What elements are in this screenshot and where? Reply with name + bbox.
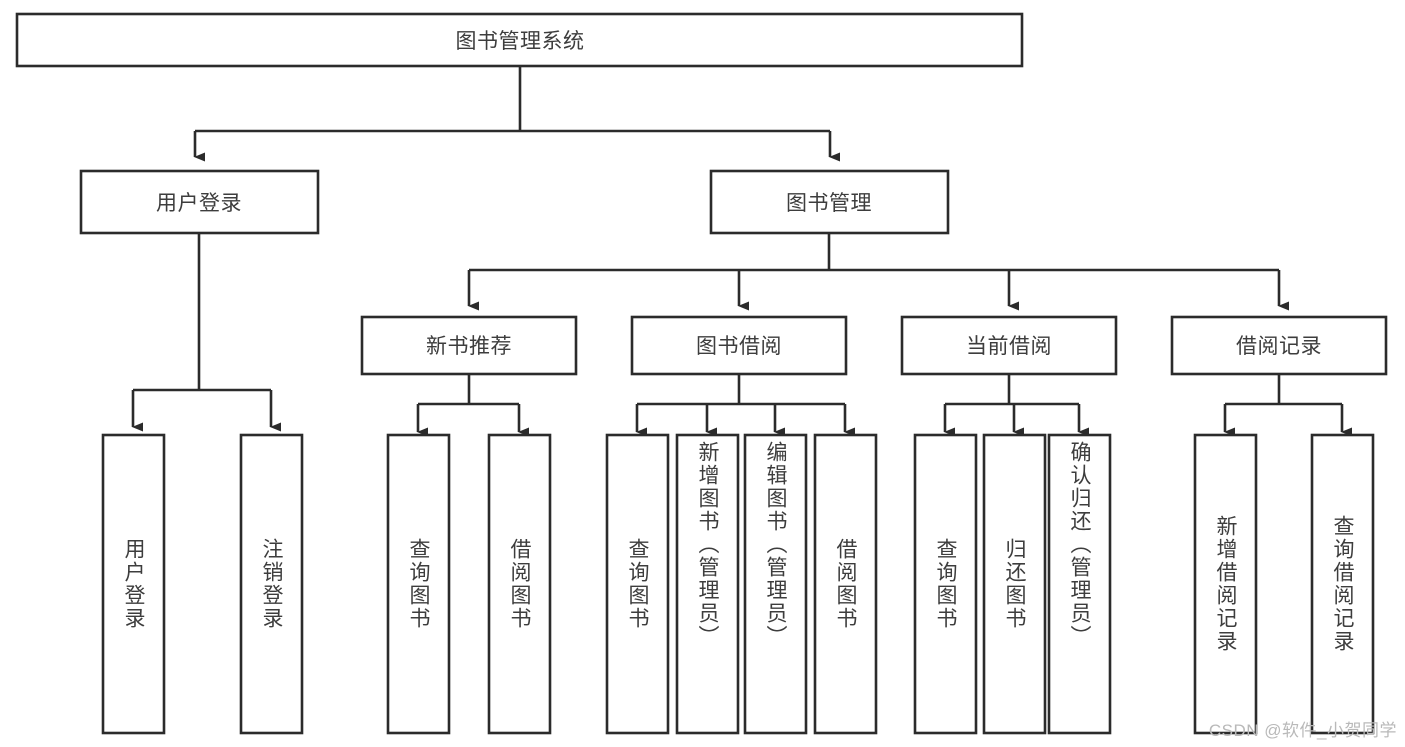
node-leaf-add-record-box[interactable]	[1193, 433, 1258, 735]
node-new-book-recommend-box[interactable]	[360, 315, 578, 376]
node-book-management-label: 图书管理	[786, 192, 872, 215]
node-leaf-logout-box[interactable]	[239, 433, 304, 735]
node-leaf-user-login-box[interactable]	[101, 433, 166, 735]
edges	[131, 66, 1352, 437]
node-book-management-box[interactable]	[709, 169, 950, 235]
node-leaf-borrow-book-a-box[interactable]	[487, 433, 552, 735]
watermark: CSDN @软件_小贺同学	[1208, 721, 1397, 740]
node-borrow-record-box[interactable]	[1170, 315, 1388, 376]
node-borrow-record-label: 借阅记录	[1236, 335, 1322, 358]
node-current-borrow-box[interactable]	[900, 315, 1118, 376]
node-user-login-box[interactable]	[79, 169, 320, 235]
node-new-book-recommend-label: 新书推荐	[426, 335, 512, 358]
node-root-box[interactable]	[15, 12, 1024, 68]
node-book-borrow-label: 图书借阅	[696, 335, 782, 358]
node-leaf-query-record-box[interactable]	[1310, 433, 1375, 735]
node-book-borrow-box[interactable]	[630, 315, 848, 376]
node-leaf-query-book-b-box[interactable]	[605, 433, 670, 735]
node-leaf-borrow-book-b-box[interactable]	[813, 433, 878, 735]
node-leaf-return-book-box[interactable]	[982, 433, 1047, 735]
node-leaf-query-book-c-box[interactable]	[913, 433, 978, 735]
node-current-borrow-label: 当前借阅	[966, 335, 1052, 358]
node-root-label: 图书管理系统	[456, 30, 585, 53]
node-leaf-query-book-a-box[interactable]	[386, 433, 451, 735]
node-leaf-edit-book-box[interactable]	[743, 433, 808, 735]
node-leaf-add-book-box[interactable]	[675, 433, 740, 735]
node-leaf-confirm-return-box[interactable]	[1047, 433, 1112, 735]
node-user-login-label: 用户登录	[156, 192, 242, 215]
